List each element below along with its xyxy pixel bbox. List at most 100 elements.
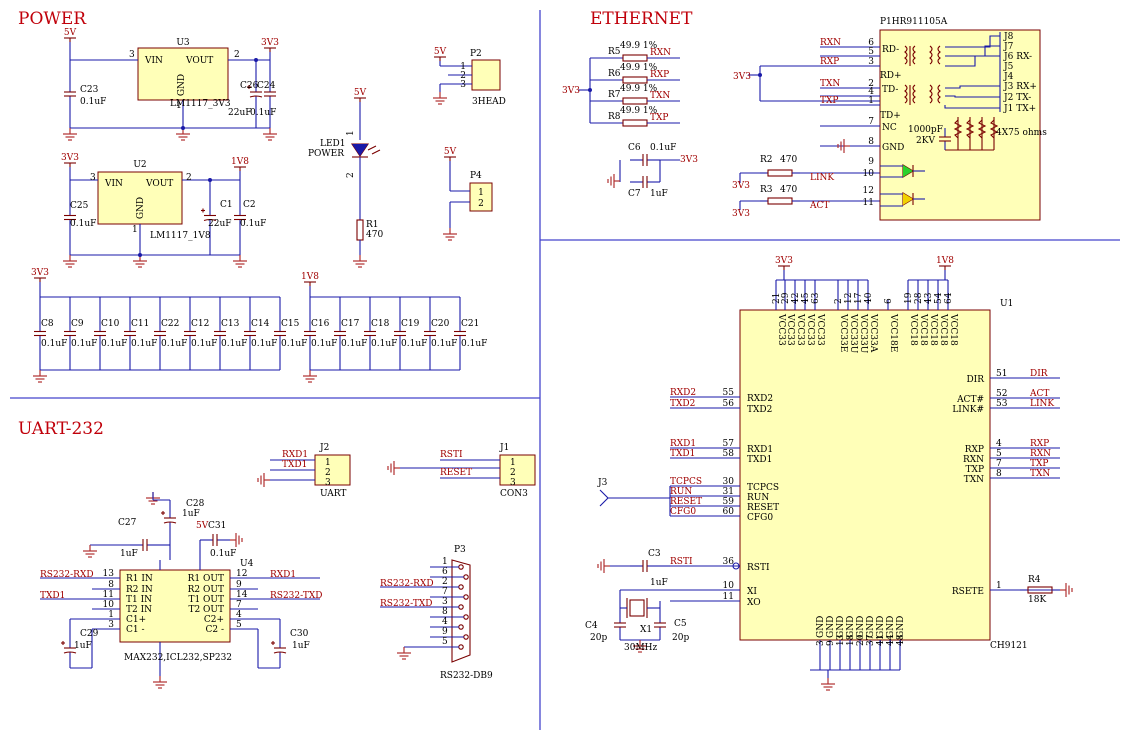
eth-res-ref: R7: [608, 90, 621, 100]
u1-right-pin-num: 4: [996, 439, 1002, 449]
c5-val: 20p: [672, 633, 689, 643]
r1-val: 470: [366, 230, 383, 240]
magjack-pin-net: TXP: [820, 96, 838, 106]
u1-left-pin-num: 31: [723, 487, 734, 497]
u4-pin-num: 11: [103, 590, 114, 600]
magjack-rj45-pin: J8: [1003, 32, 1014, 42]
u3-pin2: 2: [234, 50, 240, 60]
x1-val: 30MHz: [624, 643, 658, 653]
j2-net-rxd: RXD1: [282, 450, 308, 460]
u1-top-pin-num: 12: [844, 293, 854, 304]
decap33-val: 0.1uF: [161, 339, 187, 349]
magjack-res-val: 4X75 ohms: [996, 128, 1047, 138]
u1-top-pin-num: 63: [811, 292, 821, 304]
u1-top-pin-num: 45: [801, 292, 811, 304]
j2-pin: 2: [325, 468, 331, 478]
c1-ref: C1: [220, 200, 233, 210]
u1-bottom-pin-num: 44: [886, 634, 896, 646]
r3-ref: R3: [760, 185, 773, 195]
decap18-val: 0.1uF: [311, 339, 337, 349]
magjack-td-plus: TD+: [880, 111, 901, 121]
decap33-val: 0.1uF: [131, 339, 157, 349]
c5-ref: C5: [674, 619, 687, 629]
db9-net-rxd: RS232-RXD: [380, 579, 434, 589]
magjack-pin-num: 2: [868, 79, 874, 89]
u1-top-pin-name: VCC33: [776, 313, 786, 346]
u1-bottom-pin-num: 3: [816, 640, 826, 646]
p2-ref: P2: [470, 49, 482, 59]
u1-right-pin-name: ACT#: [956, 395, 984, 405]
c1-val: 22uF: [208, 219, 232, 229]
j2-part: UART: [320, 489, 346, 499]
decap33-ref: C12: [191, 319, 209, 329]
db9-pin: 7: [442, 587, 448, 597]
u1-right-net: LINK: [1030, 399, 1054, 409]
u1-top-pin-num: 6: [884, 298, 894, 304]
magjack-rj45-pin: J2 TX-: [1003, 93, 1031, 103]
u1-right-pin-num: 7: [996, 459, 1002, 469]
magjack-rj45-pin: J5: [1003, 62, 1014, 72]
j1-net-rsti: RSTI: [440, 450, 463, 460]
led1-pin1: 1: [346, 130, 356, 136]
u1-left-net: TXD2: [670, 399, 695, 409]
j2-net-txd: TXD1: [282, 460, 307, 470]
u1-right-pin-num: 1: [996, 581, 1002, 591]
u1-bottom-pin-num: 13: [836, 634, 846, 646]
u1-right-pin-name: RXN: [963, 455, 984, 465]
u1-right-pin-num: 52: [996, 389, 1007, 399]
magjack-rd-minus: RD-: [882, 45, 899, 55]
power-rail-label: 5V: [354, 88, 367, 98]
magjack-led-pin: 9: [868, 157, 874, 167]
u4-pin-num: 9: [236, 580, 242, 590]
u1-right-pin-num: 8: [996, 469, 1002, 479]
u2-pin-vout: VOUT: [145, 179, 173, 189]
decap33-ref: C11: [131, 319, 149, 329]
u1-bottom-pin-name: GND: [876, 616, 886, 638]
u1-top-pin-name: VCC18: [948, 313, 958, 346]
magjack-pin-num: 3: [868, 57, 874, 67]
p2-pin3: 3: [460, 80, 466, 90]
u1-left-pin-num: 10: [723, 581, 735, 591]
power-rail-label: 3V3: [775, 256, 793, 266]
c6-ref: C6: [628, 143, 641, 153]
eth-bias-rail: 3V3: [562, 86, 580, 96]
power-rail-label: 5V: [434, 47, 447, 57]
u4-pin-num: 3: [108, 620, 114, 630]
power-rail-label: 1V8: [936, 256, 954, 266]
r2-ref: R2: [760, 155, 773, 165]
c2-ref: C2: [243, 200, 256, 210]
u1-right-net: TXN: [1030, 469, 1050, 479]
u1-top-pin-num: 54: [934, 292, 944, 304]
decap33-ref: C9: [71, 319, 84, 329]
u1-top-pin-name: VCC18: [928, 313, 938, 346]
c23-ref: C23: [80, 85, 99, 95]
u3-pin1: 1: [176, 101, 182, 111]
u2-pin2: 2: [186, 173, 192, 183]
c25-ref: C25: [70, 201, 89, 211]
c7-ref: C7: [628, 189, 641, 199]
u1-left-net: RXD2: [670, 388, 696, 398]
c3-val: 1uF: [650, 578, 668, 588]
u1-top-pin-num: 64: [944, 292, 954, 304]
c6-val: 0.1uF: [650, 143, 676, 153]
u1-left-pin-num: 59: [723, 497, 735, 507]
u1-left-pin-num: 56: [723, 399, 735, 409]
u1-bottom-pin-num: 18: [846, 634, 856, 646]
decap18-val: 0.1uF: [371, 339, 397, 349]
u4-pin-num: 7: [236, 600, 242, 610]
magjack-cap-val: 1000pF: [908, 125, 943, 135]
u1-ref: U1: [1000, 299, 1013, 309]
u1-top-pin-name: VCC18: [918, 313, 928, 346]
u1-top-pin-name: VCC33: [795, 313, 805, 346]
eth-res-net: TXN: [650, 91, 670, 101]
eth-res-net: RXP: [650, 70, 669, 80]
led-rail-link: 3V3: [732, 181, 750, 191]
magjack-pin-num: 6: [868, 38, 874, 48]
u1-top-pin-num: 21: [772, 293, 782, 304]
j1-pin: 2: [510, 468, 516, 478]
u1-left-net: RXD1: [670, 439, 696, 449]
c2-val: 0.1uF: [240, 219, 266, 229]
u3-part: LM1117_3V3: [170, 99, 231, 109]
u1-bottom-pin-name: GND: [826, 616, 836, 638]
magjack-pin-num: 5: [868, 47, 874, 57]
